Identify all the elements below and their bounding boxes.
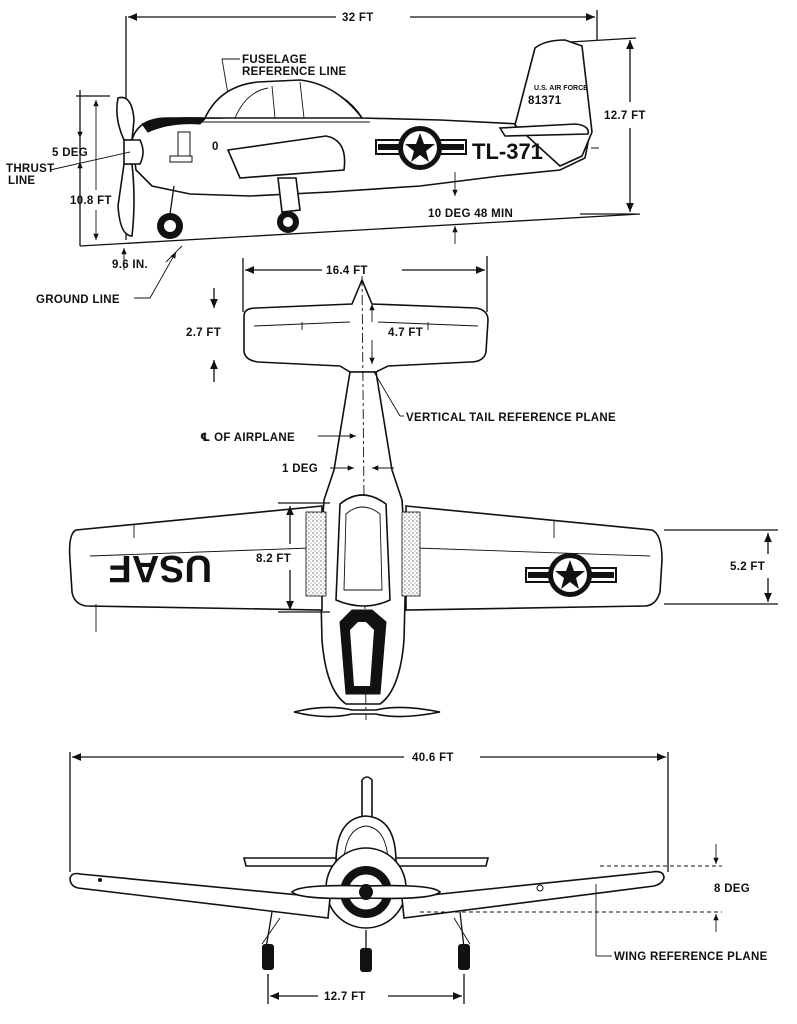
front-view: 40.6 FT: [69, 752, 768, 1004]
vertical-tail-plane-label: VERTICAL TAIL REFERENCE PLANE: [406, 412, 616, 424]
wing-marking-usaf: USAF: [109, 547, 212, 589]
side-horizontal-stab: [498, 123, 590, 137]
top-canopy: [335, 494, 391, 607]
stab-right-chord-label: 4.7 FT: [388, 327, 423, 339]
prop-height-label: 10.8 FT: [70, 195, 112, 207]
height-dimension: 12.7 FT: [569, 37, 646, 215]
ground-line: [79, 213, 641, 247]
top-propeller: [293, 706, 441, 718]
prop-clearance-label: 9.6 IN.: [112, 259, 148, 271]
thrust-angle-label: 5 DEG: [52, 147, 88, 159]
ground-line-label: GROUND LINE: [36, 294, 120, 306]
fuselage-ref-label-2: REFERENCE LINE: [242, 66, 347, 78]
length-label: 32 FT: [342, 12, 374, 24]
top-wing-left: [68, 505, 323, 611]
tail-org-label: U.S. AIR FORCE: [534, 85, 588, 92]
side-wing: [226, 135, 346, 179]
top-horizontal-stab: [243, 277, 489, 373]
engine-cowl-shade: [141, 117, 208, 133]
top-view: 16.4 FT 2.7 FT 4.7 FT: [68, 256, 778, 721]
side-view: 32 FT 12.7 FT FUSELAGE REFERENCE LINE: [6, 10, 646, 306]
front-landing-gear: [261, 911, 471, 972]
top-wing-right: [405, 505, 663, 611]
stab-left-chord-label: 2.7 FT: [186, 327, 221, 339]
dihedral-label: 8 DEG: [714, 883, 750, 895]
top-roundel: [525, 553, 617, 597]
thrust-line-label-1: THRUST: [6, 163, 54, 175]
side-canopy: [203, 79, 364, 119]
front-wing-right: [401, 870, 665, 919]
offset-angle-label: 1 DEG: [282, 463, 318, 475]
wingspan-label: 40.6 FT: [412, 752, 454, 764]
thrust-line-label-2: LINE: [8, 175, 35, 187]
ground-angle-label: 10 DEG 48 MIN: [428, 208, 513, 220]
side-landing-gear: [157, 177, 301, 239]
side-roundel: [375, 126, 467, 170]
track-label: 12.7 FT: [324, 991, 366, 1003]
wing-ref-plane-label: WING REFERENCE PLANE: [614, 951, 768, 963]
wing-tip-chord-label: 5.2 FT: [730, 561, 765, 573]
tail-code-label: TL-371: [472, 139, 543, 164]
side-propeller: [116, 96, 144, 237]
wing-root-chord-label: 8.2 FT: [256, 553, 291, 565]
zero-mark: 0: [212, 141, 219, 153]
stab-span-label: 16.4 FT: [326, 265, 368, 277]
fuselage-ref-label-1: FUSELAGE: [242, 54, 307, 66]
centerline-label: ℄ OF AIRPLANE: [200, 432, 295, 444]
front-wing-left: [69, 872, 331, 919]
tail-serial-label: 81371: [528, 95, 562, 107]
height-label: 12.7 FT: [604, 110, 646, 122]
